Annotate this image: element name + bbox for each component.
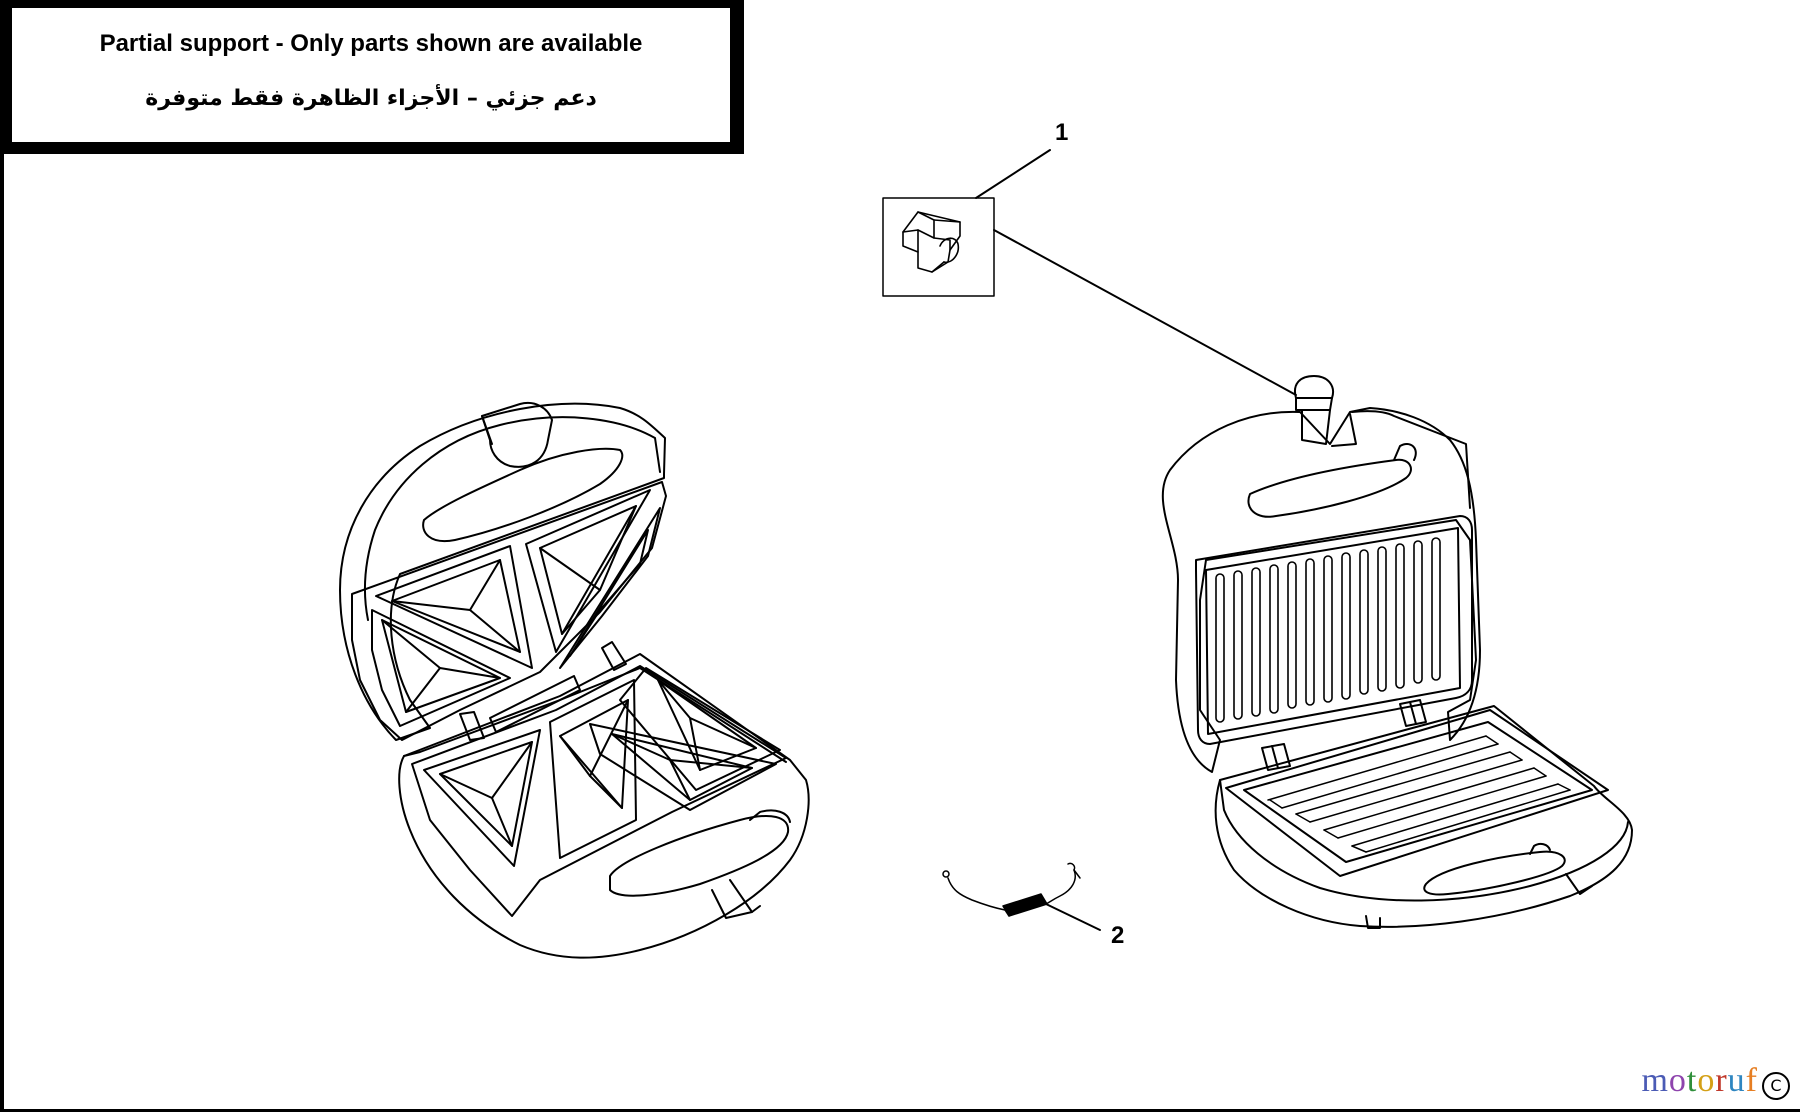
- brand-letter: o: [1668, 1062, 1687, 1099]
- callout-1-leader: [975, 149, 1051, 199]
- brand-letter: u: [1727, 1062, 1746, 1099]
- notice-english: Partial support - Only parts shown are a…: [99, 30, 643, 57]
- brand-watermark: motoruf: [1641, 1062, 1758, 1100]
- callout-1-group[interactable]: 1: [882, 119, 1297, 396]
- callout-2-group[interactable]: 2: [942, 862, 1124, 949]
- lid-rib-group: [1215, 537, 1441, 723]
- grill-illustration: [1161, 375, 1633, 929]
- callout-2-label: 2: [1111, 922, 1124, 949]
- part-1-inset-box: [882, 197, 995, 297]
- brand-letter: t: [1686, 1062, 1698, 1099]
- brand-letter: m: [1641, 1062, 1669, 1099]
- thermal-fuse-icon: [942, 862, 1081, 917]
- brand-letter: r: [1715, 1062, 1728, 1099]
- notice-arabic: دعم جزئي – الأجزاء الظاهرة فقط متوفرة: [145, 86, 597, 111]
- sandwich-maker-illustration: [339, 402, 810, 959]
- copyright-icon: C: [1762, 1072, 1790, 1100]
- hinge-clip-icon: [902, 211, 961, 273]
- callout-1-pointer: [993, 229, 1297, 396]
- callout-1-label: 1: [1055, 119, 1068, 146]
- brand-letter: f: [1745, 1062, 1758, 1099]
- base-rib-group: [1267, 735, 1571, 853]
- brand-letter: o: [1697, 1062, 1716, 1099]
- callout-2-leader: [1045, 903, 1101, 931]
- availability-notice: Partial support - Only parts shown are a…: [4, 0, 744, 154]
